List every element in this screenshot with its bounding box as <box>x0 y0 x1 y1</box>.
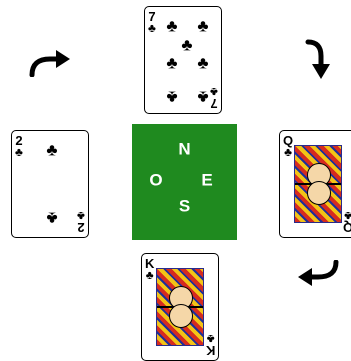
card-south[interactable]: K ♣ K ♣ <box>141 253 219 361</box>
card-east[interactable]: Q ♣ Q ♣ <box>279 130 351 238</box>
arrow-turn-right-icon <box>28 47 72 77</box>
club-suit-icon: ♣ <box>284 146 292 158</box>
club-suit-icon: ♣ <box>206 333 214 345</box>
club-suit-icon: ♣ <box>344 210 351 222</box>
card-corner: 2 ♣ <box>15 134 23 158</box>
card-corner: 7 ♣ <box>210 86 218 110</box>
queen-head-icon <box>307 181 331 205</box>
arrow-turn-left-icon <box>296 260 340 290</box>
king-head-icon <box>169 304 193 328</box>
club-suit-icon: ♣ <box>146 269 154 281</box>
card-north[interactable]: 7 ♣ ♣ ♣ ♣ ♣ ♣ ♣ ♣ 7 ♣ <box>144 6 222 114</box>
club-suit-icon: ♣ <box>210 86 218 98</box>
club-pip-icon: ♣ <box>166 89 177 106</box>
club-pip-icon: ♣ <box>46 210 57 227</box>
club-pip-icon: ♣ <box>181 37 192 54</box>
arrow-turn-down-icon <box>305 38 335 82</box>
club-pip-icon: ♣ <box>46 142 57 159</box>
club-pip-icon: ♣ <box>197 55 208 72</box>
club-suit-icon: ♣ <box>148 22 156 34</box>
compass-south: S <box>179 198 190 215</box>
compass-panel: N O E S <box>132 124 237 240</box>
club-pip-icon: ♣ <box>166 55 177 72</box>
club-pip-icon: ♣ <box>197 89 208 106</box>
card-west[interactable]: 2 ♣ ♣ ♣ 2 ♣ <box>11 130 89 238</box>
club-pip-icon: ♣ <box>166 18 177 35</box>
compass-north: N <box>178 141 190 158</box>
card-corner: 2 ♣ <box>77 210 85 234</box>
card-corner: Q ♣ <box>283 134 293 158</box>
king-face-art <box>156 268 204 346</box>
card-corner: Q ♣ <box>343 210 351 234</box>
compass-east: E <box>201 172 212 189</box>
club-suit-icon: ♣ <box>15 146 23 158</box>
card-corner: 7 ♣ <box>148 10 156 34</box>
compass-west: O <box>149 172 162 189</box>
queen-face-art <box>294 145 342 223</box>
card-corner: K ♣ <box>145 257 154 281</box>
card-corner: K ♣ <box>206 333 215 357</box>
club-pip-icon: ♣ <box>197 18 208 35</box>
club-suit-icon: ♣ <box>77 210 85 222</box>
